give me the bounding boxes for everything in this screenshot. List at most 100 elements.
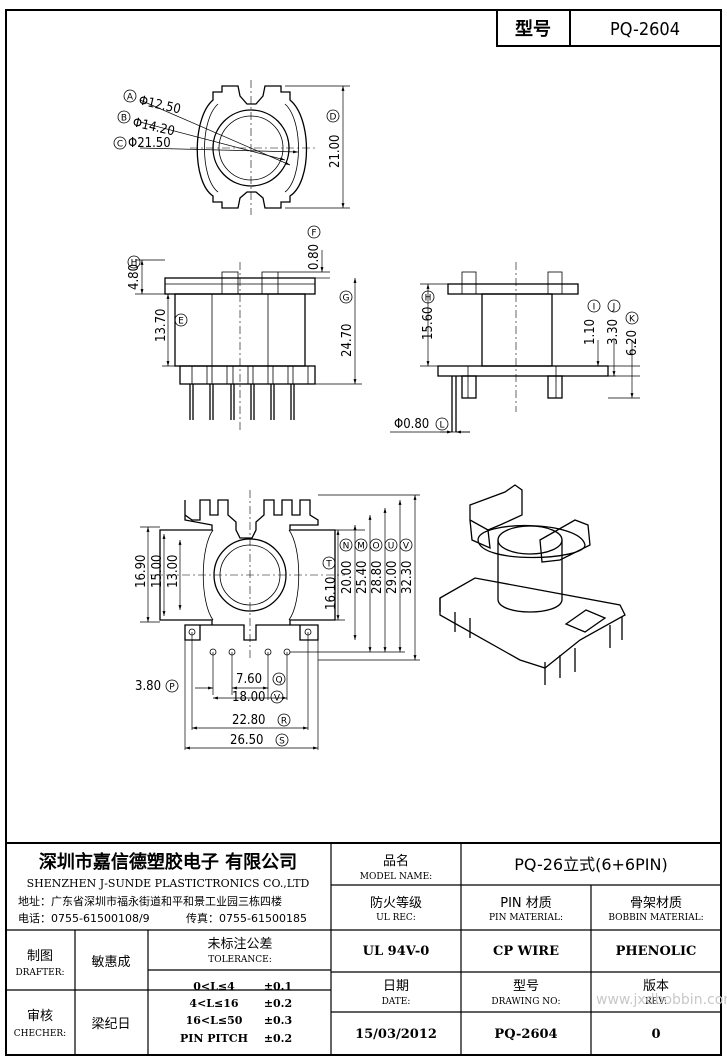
marker-o: O xyxy=(372,542,379,552)
dim-e: 13.70 xyxy=(154,309,169,342)
rev-value: 0 xyxy=(651,1027,660,1042)
ul-rec-cn: 防火等级 xyxy=(370,895,422,911)
watermark: www.jxdbobbin.com xyxy=(596,992,727,1008)
dim-i: 1.10 xyxy=(583,319,598,345)
dim-l: Φ0.80 xyxy=(394,417,429,432)
date-value: 15/03/2012 xyxy=(355,1027,437,1042)
tolerance-range-3: PIN PITCH xyxy=(180,1032,248,1045)
marker-p: P xyxy=(169,683,175,693)
company-en: SHENZHEN J-SUNDE PLASTICTRONICS CO.,LTD xyxy=(27,877,310,890)
dim-o: 28.80 xyxy=(370,561,385,594)
marker-f: F xyxy=(311,229,316,239)
company-cn: 深圳市嘉信德塑胶电子 有限公司 xyxy=(39,851,297,873)
marker-c: C xyxy=(117,140,123,150)
model-name-en: MODEL NAME: xyxy=(360,872,432,882)
date-en: DATE: xyxy=(382,997,411,1007)
marker-m: M xyxy=(357,542,365,552)
marker-v: V xyxy=(403,542,410,552)
marker-l: L xyxy=(439,421,444,431)
tolerance-range-0: 0<L≤4 xyxy=(193,980,235,993)
dim-m: 25.40 xyxy=(355,561,370,594)
checker-en: CHECHER: xyxy=(14,1029,66,1039)
marker-b: B xyxy=(121,114,127,124)
marker-n: N xyxy=(343,542,350,552)
pin-material-en: PIN MATERIAL: xyxy=(489,913,563,923)
tolerance-value-3: ±0.2 xyxy=(264,1032,292,1045)
rev-cn: 版本 xyxy=(643,979,669,994)
dim-n: 20.00 xyxy=(340,561,355,594)
drawing-no-cn: 型号 xyxy=(513,979,539,994)
pin-material-value: CP WIRE xyxy=(493,944,559,959)
drawing-no-value: PQ-2604 xyxy=(494,1027,557,1042)
drafter-cn: 制图 xyxy=(27,949,53,964)
dim-w: 18.00 xyxy=(232,690,265,705)
dim-k: 6.20 xyxy=(625,330,640,356)
dim-f: 0.80 xyxy=(307,244,322,270)
front-view: 4.80 H 0.80 F 13.70 E 24.70 G xyxy=(127,225,362,432)
pin-material-cn: PIN 材质 xyxy=(500,896,552,911)
dim-j: 3.30 xyxy=(606,319,621,345)
sheet-border xyxy=(5,9,722,1056)
dim-p: 3.80 xyxy=(135,679,161,694)
marker-d: D xyxy=(330,113,337,123)
rev-en: REV: xyxy=(645,997,667,1007)
header-model-label: 型号 xyxy=(515,18,551,40)
marker-i: I xyxy=(593,303,596,313)
marker-w: V xyxy=(274,694,281,704)
checker-cn: 审核 xyxy=(27,1009,53,1024)
ul-rec-en: UL REC: xyxy=(376,913,416,923)
dim-g: 24.70 xyxy=(340,324,355,357)
tolerance-value-1: ±0.2 xyxy=(264,997,292,1010)
dim-c: Φ21.50 xyxy=(128,136,171,151)
dim-13-00: 13.00 xyxy=(166,555,181,588)
tolerance-value-2: ±0.3 xyxy=(264,1014,292,1027)
model-name-cn: 品名 xyxy=(383,853,409,869)
isometric-view xyxy=(439,484,626,685)
date-cn: 日期 xyxy=(383,979,409,994)
bobbin-material-value: PHENOLIC xyxy=(616,944,697,959)
marker-q: Q xyxy=(275,676,282,686)
company-fax: 传真：0755-61500185 xyxy=(186,911,307,925)
tolerance-cn: 未标注公差 xyxy=(207,937,272,952)
marker-h1: H xyxy=(131,259,138,269)
tolerance-en: TOLERANCE: xyxy=(208,955,272,965)
dim-16-90: 16.90 xyxy=(134,555,149,588)
dim-u: 29.00 xyxy=(385,561,400,594)
dim-d: 21.00 xyxy=(328,135,343,168)
top-view: A Φ12.50 B Φ14.20 C Φ21.50 21.00 D xyxy=(113,80,350,215)
header-model-box: 型号 PQ-2604 xyxy=(496,9,722,47)
bobbin-material-cn: 骨架材质 xyxy=(630,896,682,911)
dim-r: 22.80 xyxy=(232,713,265,728)
drafter-value: 敏惠成 xyxy=(91,955,130,970)
side-view: 15.60 H 1.10 I 3.30 J 6.20 K Φ0.80 L xyxy=(390,262,640,434)
title-block: 深圳市嘉信德塑胶电子 有限公司 SHENZHEN J-SUNDE PLASTIC… xyxy=(6,842,727,1055)
tolerance-range-1: 4<L≤16 xyxy=(189,997,238,1010)
header-model-value: PQ-2604 xyxy=(610,19,680,40)
marker-e: E xyxy=(178,317,184,327)
dim-t: 16.10 xyxy=(324,577,339,610)
marker-a: A xyxy=(127,93,134,103)
bobbin-material-en: BOBBIN MATERIAL: xyxy=(608,913,703,923)
dim-h: 15.60 xyxy=(421,307,436,340)
marker-k: K xyxy=(629,315,636,325)
ul-rec-value: UL 94V-0 xyxy=(363,944,430,959)
tolerance-range-2: 16<L≤50 xyxy=(186,1014,243,1027)
company-address: 地址：广东省深圳市福永街道和平和景工业园三栋四楼 xyxy=(18,894,282,908)
marker-s: S xyxy=(279,737,285,747)
marker-h: H xyxy=(425,294,432,304)
dim-v: 32.30 xyxy=(400,561,415,594)
marker-r: R xyxy=(281,717,287,727)
drafter-en: DRAFTER: xyxy=(15,968,64,978)
dim-a: Φ12.50 xyxy=(137,93,182,117)
model-name-value: PQ-26立式(6+6PIN) xyxy=(514,855,667,874)
marker-j: J xyxy=(612,303,616,313)
company-phone: 电话：0755-61500108/9 xyxy=(18,912,150,925)
dim-q: 7.60 xyxy=(236,672,262,687)
marker-t: T xyxy=(325,560,332,570)
dim-s: 26.50 xyxy=(230,733,263,748)
marker-u: U xyxy=(388,542,395,552)
tolerance-value-0: ±0.1 xyxy=(264,980,292,993)
drawing-no-en: DRAWING NO: xyxy=(491,997,560,1007)
